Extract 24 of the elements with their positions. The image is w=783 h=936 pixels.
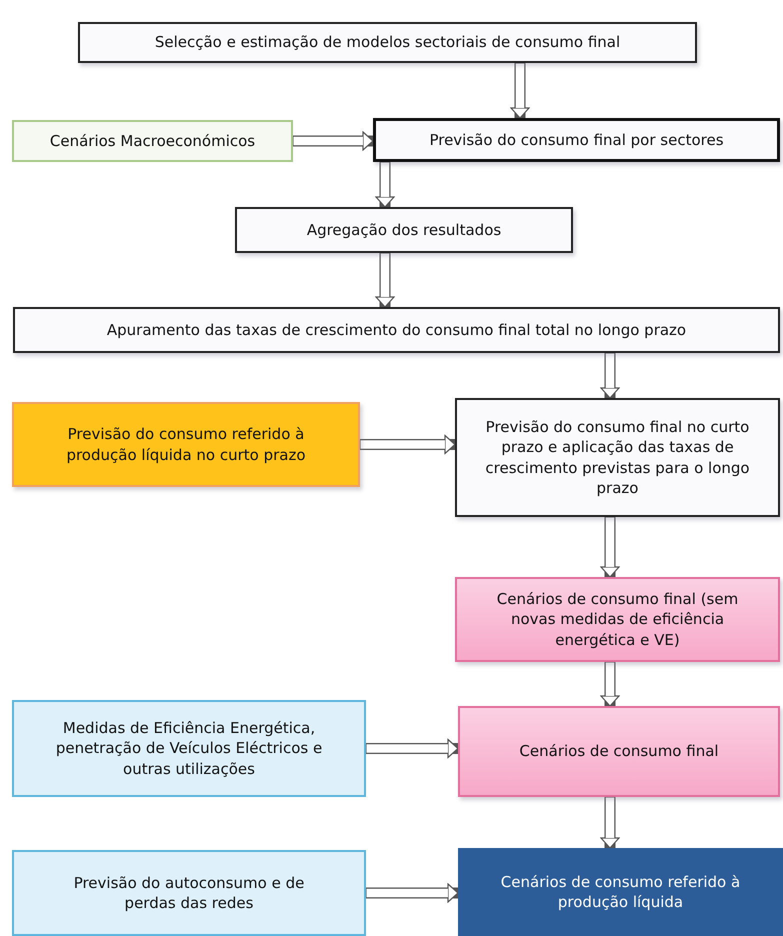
process-box	[78, 22, 697, 63]
box-text: Cenários Macroeconómicos	[50, 130, 256, 152]
box-text: Cenários de consumo final	[519, 741, 719, 762]
process-box	[458, 848, 783, 936]
process-box	[13, 307, 780, 353]
process-box	[12, 700, 366, 797]
process-box	[455, 398, 780, 517]
process-box	[455, 577, 780, 662]
process-box	[373, 118, 780, 162]
process-box	[12, 850, 366, 936]
process-box	[12, 402, 360, 487]
process-box	[235, 207, 573, 253]
box-text: Medidas de Eficiência Energética, penetração de Veículos Eléctricos e outras utilizações	[54, 718, 324, 779]
process-box	[458, 706, 780, 797]
box-text: Previsão do consumo referido à produção líquida no curto prazo	[65, 424, 307, 465]
box-text: Previsão do autoconsumo e de perdas das redes	[72, 872, 306, 914]
box-text: Apuramento das taxas de crescimento do consumo final total no longo prazo	[106, 320, 686, 340]
box-text: Previsão do consumo final no curto prazo e aplicação das taxas de crescimento previstas para o longo prazo	[484, 417, 751, 498]
box-text: Previsão do consumo final por sectores	[429, 130, 724, 150]
box-text: Agregação dos resultados	[306, 220, 502, 240]
box-text: Cenários de consumo referido à produção líquida	[500, 872, 742, 912]
process-box	[12, 120, 293, 162]
box-text: Selecção e estimação de modelos sectoriais de consumo final	[154, 32, 620, 53]
box-text: Cenários de consumo final (sem novas medidas de eficiência energética e VE)	[496, 589, 740, 650]
